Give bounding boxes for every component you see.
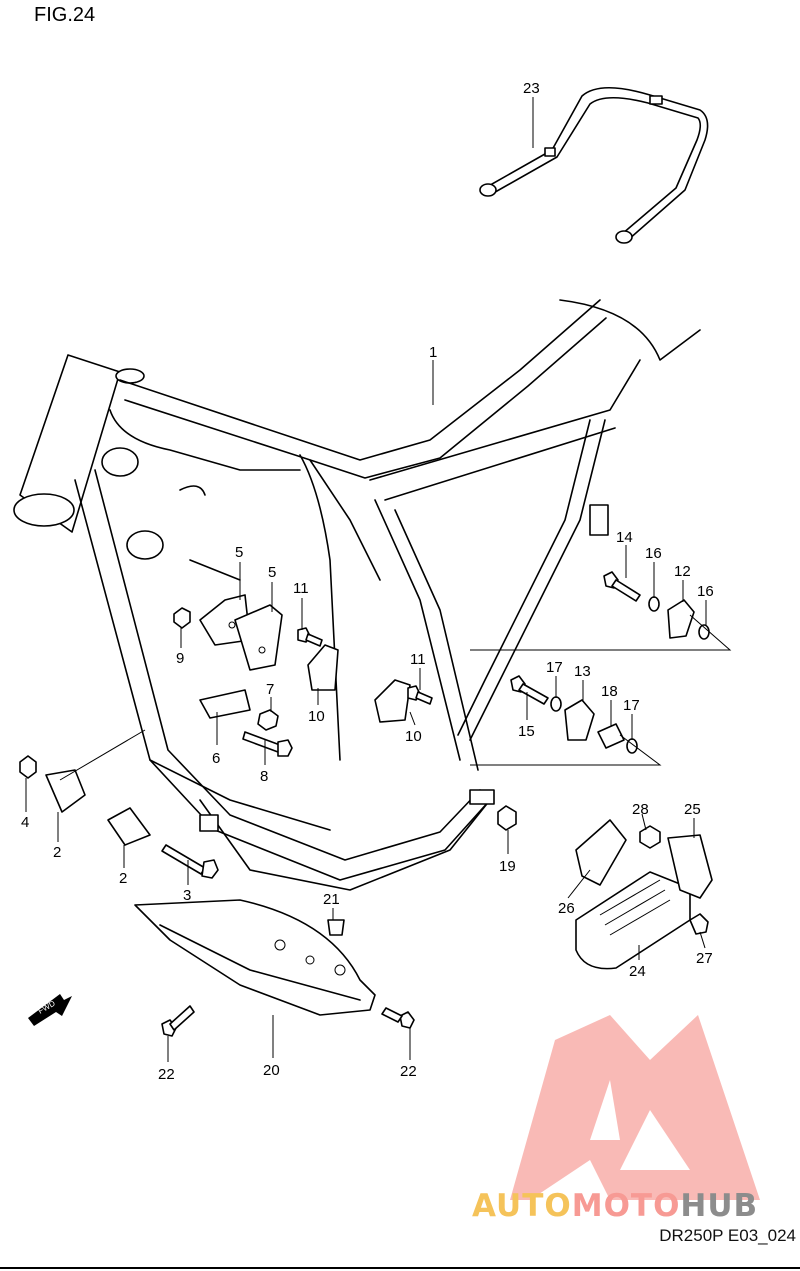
callout-27: 27 [696, 950, 713, 967]
nut-19[interactable] [497, 805, 517, 831]
callout-6: 6 [212, 750, 220, 767]
nut-4[interactable] [19, 755, 37, 779]
callout-5b: 5 [268, 564, 276, 581]
nut-28[interactable] [639, 825, 661, 849]
callout-21: 21 [323, 891, 340, 908]
diagram-code: DR250P E03_024 [659, 1226, 796, 1245]
bolt-11b[interactable] [407, 685, 433, 705]
watermark-brand: AUTOMOTOHUB [472, 1188, 758, 1224]
callout-2b: 2 [119, 870, 127, 887]
callout-2a: 2 [53, 844, 61, 861]
callout-18: 18 [601, 683, 618, 700]
brand-hub: HUB [680, 1188, 759, 1224]
watermark-logo [510, 1015, 760, 1200]
callout-24: 24 [629, 963, 646, 980]
callout-leaders [25, 97, 707, 1062]
leader-line-2 [59, 729, 146, 781]
callout-5a: 5 [235, 544, 243, 561]
reflector-bracket-26[interactable] [575, 819, 627, 886]
reflector-24[interactable] [575, 871, 691, 970]
nut-9[interactable] [173, 607, 191, 629]
bolt-14[interactable] [603, 571, 641, 602]
bolt-22b[interactable] [381, 1007, 415, 1029]
engine-mount-plates-5[interactable] [199, 594, 283, 671]
callout-labels: 1 2 2 3 4 5 5 6 7 8 9 10 10 11 11 12 13 … [21, 80, 714, 1083]
callout-16b: 16 [697, 583, 714, 600]
bushing-12[interactable] [667, 599, 695, 639]
callout-10a: 10 [308, 708, 325, 725]
fwd-arrow-icon: FWD [28, 994, 72, 1026]
callout-15: 15 [518, 723, 535, 740]
callout-23: 23 [523, 80, 540, 97]
callout-19: 19 [499, 858, 516, 875]
leader-line-13 [470, 734, 662, 766]
callout-12: 12 [674, 563, 691, 580]
callout-1: 1 [429, 344, 437, 361]
brand-moto: MOTO [571, 1188, 681, 1224]
leader-line-12 [470, 614, 732, 651]
callout-26: 26 [558, 900, 575, 917]
main-frame-1[interactable] [13, 299, 701, 891]
nut-7[interactable] [257, 709, 279, 731]
grommet-21[interactable] [327, 919, 345, 936]
bushing-13[interactable] [564, 699, 595, 741]
skid-plate-20[interactable] [134, 899, 376, 1016]
bracket-2a[interactable] [45, 769, 86, 813]
callout-7: 7 [266, 681, 274, 698]
callout-11a: 11 [293, 580, 309, 597]
callout-13: 13 [574, 663, 591, 680]
callout-8: 8 [260, 768, 268, 785]
reflector-cover-25[interactable] [667, 834, 713, 899]
bolt-15[interactable] [510, 675, 549, 705]
callout-14: 14 [616, 529, 633, 546]
bolt-3[interactable] [161, 844, 219, 879]
engine-mount-plates-10[interactable] [307, 644, 411, 723]
callout-22b: 22 [400, 1063, 417, 1080]
callout-17b: 17 [623, 697, 640, 714]
figure-title: FIG.24 [34, 4, 96, 26]
collar-18[interactable] [597, 723, 625, 749]
callout-25: 25 [684, 801, 701, 818]
callout-17a: 17 [546, 659, 563, 676]
callout-4: 4 [21, 814, 29, 831]
callout-20: 20 [263, 1062, 280, 1079]
callout-22a: 22 [158, 1066, 175, 1083]
screw-27[interactable] [689, 913, 709, 935]
bolt-8[interactable] [242, 731, 293, 757]
washer-17a[interactable] [550, 696, 562, 712]
callout-10b: 10 [405, 728, 422, 745]
brand-auto: AUTO [472, 1188, 572, 1224]
callout-16a: 16 [645, 545, 662, 562]
callout-11b: 11 [410, 651, 426, 668]
callout-28: 28 [632, 801, 649, 818]
bolt-22a[interactable] [161, 1005, 195, 1037]
callout-9: 9 [176, 650, 184, 667]
washer-16a[interactable] [648, 596, 660, 612]
callout-3: 3 [183, 887, 191, 904]
bolt-11a[interactable] [297, 627, 323, 647]
carrier-bar-23[interactable] [479, 86, 709, 244]
bracket-2b[interactable] [107, 807, 151, 846]
engine-mount-6[interactable] [199, 689, 251, 719]
